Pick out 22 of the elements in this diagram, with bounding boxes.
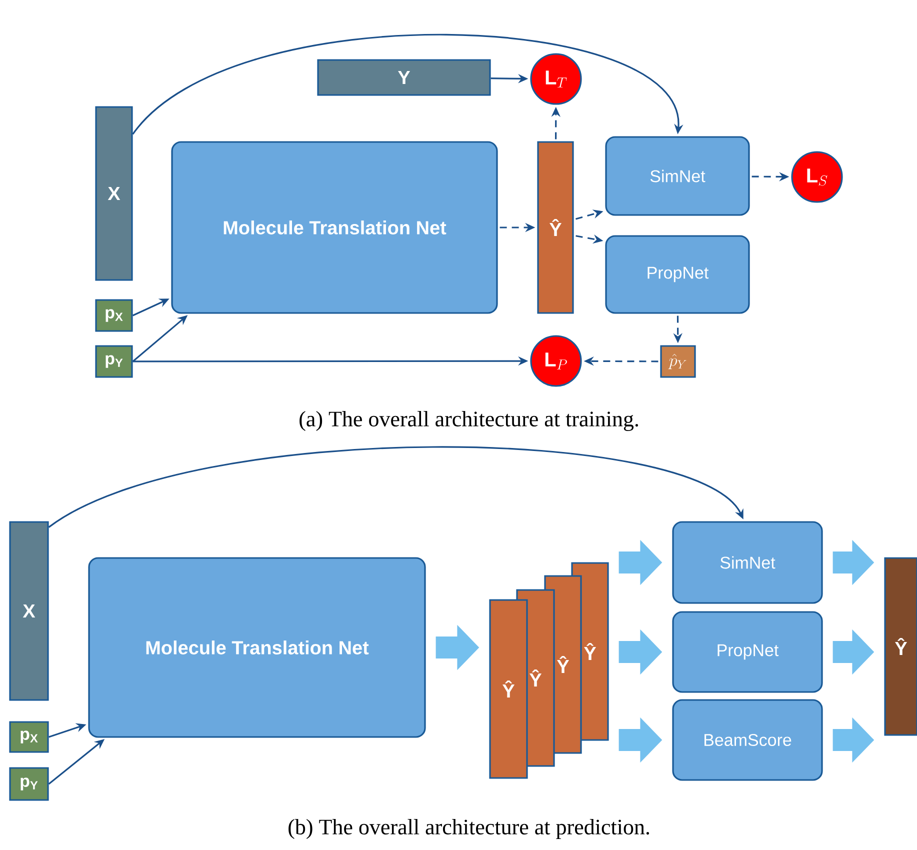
network-box: Molecule Translation Net	[171, 141, 498, 314]
property-box: p$_{Y}$	[9, 767, 49, 801]
curved-arrow	[48, 446, 744, 528]
curved-arrow	[132, 34, 684, 135]
property-box: p$_{X}$	[95, 299, 133, 332]
property-box: $\hat{p}_{Y}$	[660, 345, 696, 378]
network-box: SimNet	[605, 136, 750, 216]
property-box: p$_{Y}$	[95, 345, 133, 378]
input-bar: Y	[317, 59, 491, 96]
caption: (a) The overall architecture at training.	[300, 411, 638, 431]
input-bar: X	[95, 106, 133, 281]
output-bar: Ŷ	[489, 599, 528, 779]
property-box: p$_{X}$	[9, 721, 49, 753]
network-box: PropNet	[605, 235, 750, 314]
input-bar: X	[9, 521, 49, 701]
network-box: PropNet	[672, 611, 823, 693]
caption: (b) The overall architecture at prediction.	[288, 819, 650, 839]
output-bar: Ŷ	[884, 557, 917, 736]
output-bar: Ŷ	[537, 141, 574, 314]
network-box: BeamScore	[672, 699, 823, 781]
network-box: SimNet	[672, 521, 823, 604]
network-box: Molecule Translation Net	[88, 557, 426, 738]
